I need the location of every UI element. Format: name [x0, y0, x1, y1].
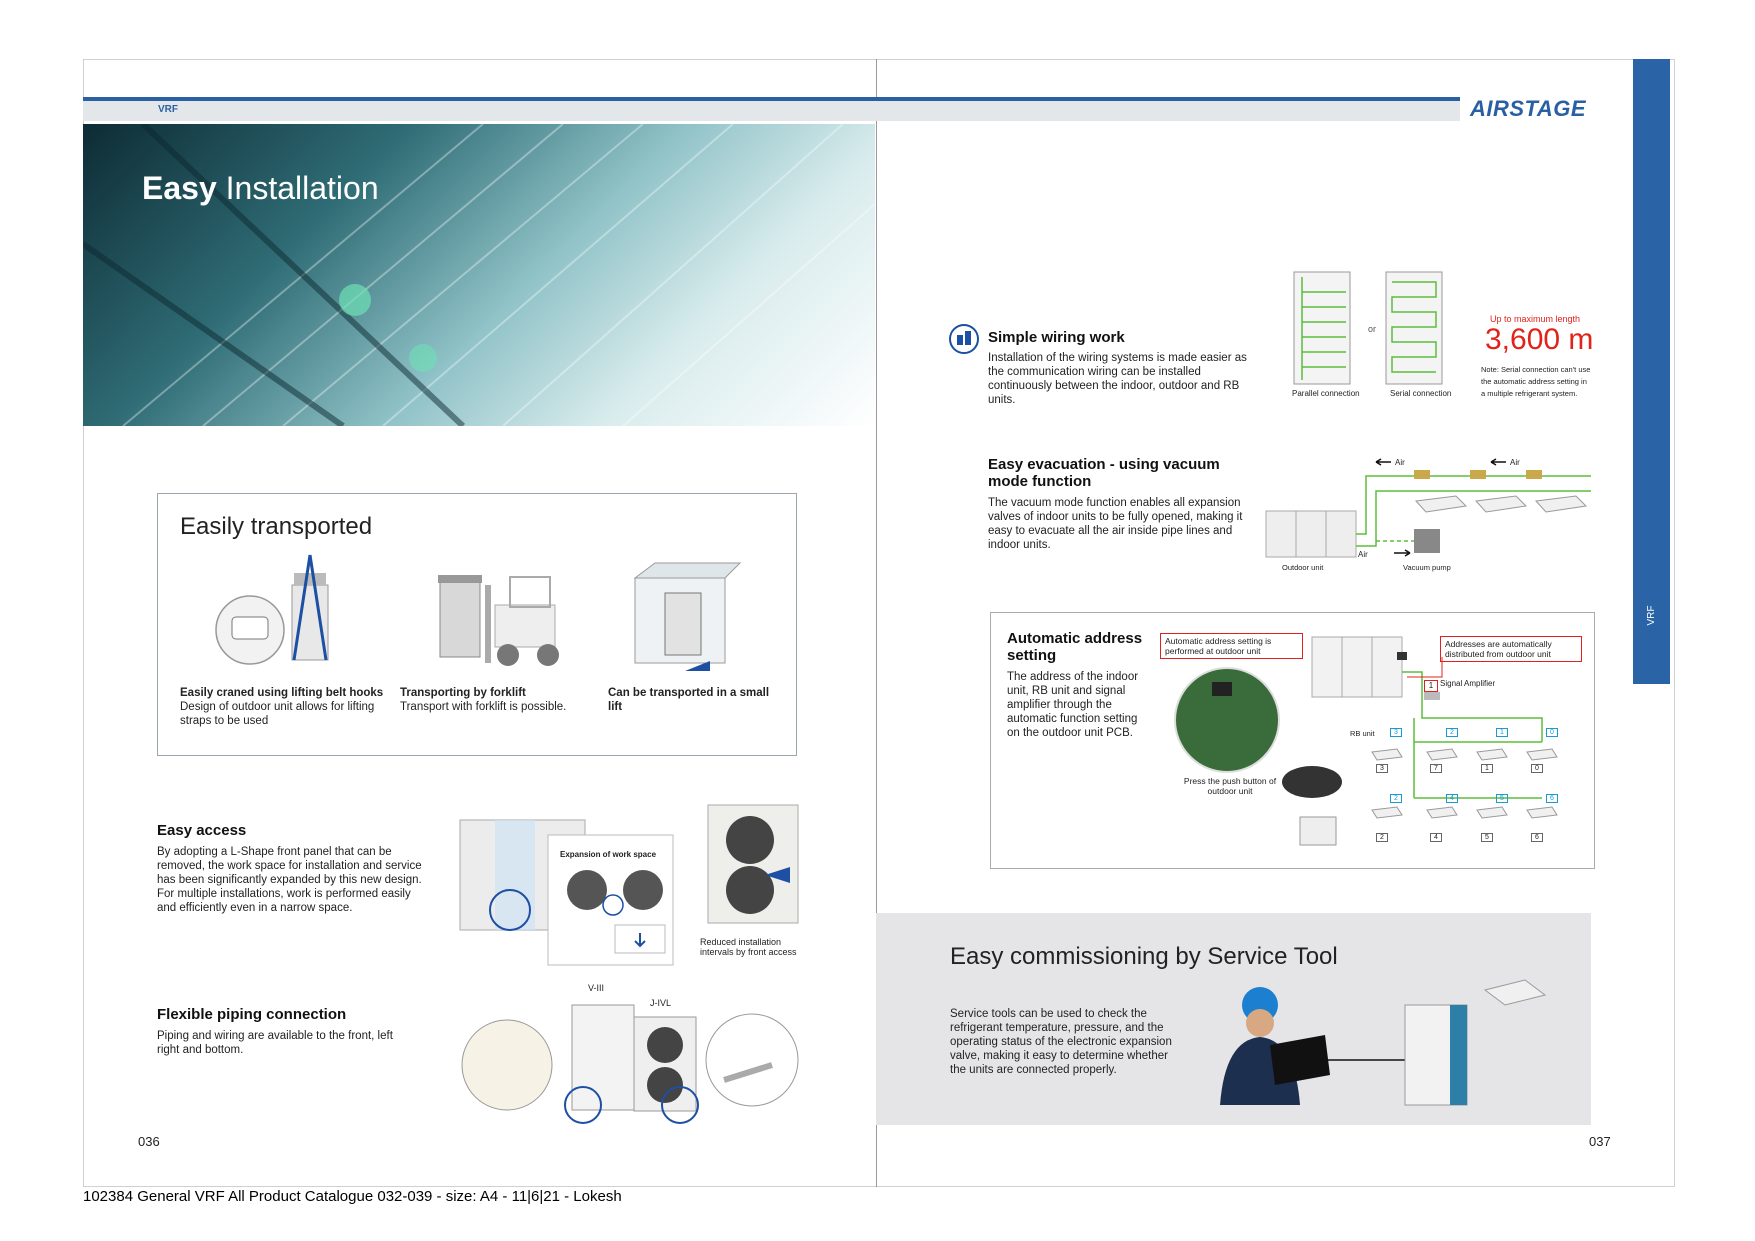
rb-number-1: 3 — [1390, 728, 1402, 737]
brand-logo: AIRSTAGE — [1470, 96, 1587, 121]
transport-item-3-head: Can be transported in a small lift — [608, 687, 770, 713]
wiring-head: Simple wiring work — [988, 329, 1125, 346]
page-fold-line — [876, 59, 877, 1187]
address-card — [990, 612, 1595, 869]
evacuation-air-label-1: Air — [1395, 458, 1405, 467]
hero-image — [83, 124, 875, 426]
crane-illustration — [215, 554, 329, 665]
hero-glass-pattern — [83, 124, 875, 426]
transport-item-1-text: Design of outdoor unit allows for liftin… — [180, 701, 375, 727]
forklift-illustration — [438, 575, 559, 666]
indoor-address-1: 3 — [1376, 764, 1388, 773]
access-caption: Reduced installation intervals by front … — [700, 937, 797, 957]
evacuation-block: Easy evacuation - using vacuum mode func… — [988, 456, 1263, 552]
indoor-address-8: 6 — [1531, 833, 1543, 842]
evacuation-head: Easy evacuation - using vacuum mode func… — [988, 456, 1220, 490]
address-text: The address of the indoor unit, RB unit … — [1007, 671, 1139, 739]
rb-number-7: 5 — [1496, 794, 1508, 803]
transport-item-2: Transporting by forklift Transport with … — [400, 686, 590, 714]
indoor-address-4: 0 — [1531, 764, 1543, 773]
piping-label-left: V-III — [588, 983, 605, 993]
push-button-caption: Press the push button of outdoor unit — [1183, 776, 1277, 796]
address-diagram — [1174, 636, 1558, 846]
transport-item-2-text: Transport with forklift is possible. — [400, 701, 567, 713]
lift-illustration — [633, 562, 742, 671]
transport-item-2-head: Transporting by forklift — [400, 687, 526, 699]
print-footer: 102384 General VRF All Product Catalogue… — [83, 1188, 622, 1205]
evacuation-outdoor-unit: Outdoor unit — [1282, 563, 1324, 572]
wiring-max-label: Up to maximum length — [1490, 314, 1581, 324]
page-number-right: 037 — [1589, 1134, 1611, 1149]
rb-number-5: 2 — [1390, 794, 1402, 803]
transport-item-1: Easily craned using lifting belt hooks D… — [180, 686, 390, 728]
commissioning-text: Service tools can be used to check the r… — [950, 1008, 1172, 1076]
evacuation-air-label-3: Air — [1358, 550, 1368, 559]
side-tab-label: VRF — [1646, 605, 1657, 626]
page-spread-frame — [83, 59, 1675, 1187]
rb-number-6: 4 — [1446, 794, 1458, 803]
evacuation-vacuum-pump: Vacuum pump — [1403, 563, 1451, 572]
commissioning-title: Easy commissioning by Service Tool — [950, 943, 1338, 970]
piping-text: Piping and wiring are available to the f… — [157, 1030, 393, 1056]
rb-unit-label: RB unit — [1350, 729, 1375, 738]
piping-head: Flexible piping connection — [157, 1006, 347, 1023]
hero-title: Easy Installation — [142, 170, 379, 207]
wiring-text: Installation of the wiring systems is ma… — [988, 352, 1247, 406]
piping-block: Flexible piping connection Piping and wi… — [157, 1006, 407, 1057]
wiring-note: Note: Serial connection can't use the au… — [1481, 365, 1591, 398]
rb-number-4: 0 — [1546, 728, 1558, 737]
hero-title-rest: Installation — [216, 170, 379, 206]
header-rule — [83, 97, 1460, 101]
indoor-address-3: 1 — [1481, 764, 1493, 773]
address-head: Automatic address setting — [1007, 630, 1143, 664]
access-inset-label: Expansion of work space — [560, 850, 657, 859]
indoor-address-6: 4 — [1430, 833, 1442, 842]
rb-number-3: 1 — [1496, 728, 1508, 737]
wiring-block: Simple wiring work Installation of the w… — [988, 329, 1263, 407]
side-tab — [1633, 59, 1670, 684]
evacuation-diagram — [1265, 458, 1591, 558]
access-block: Easy access By adopting a L-Shape front … — [157, 822, 422, 915]
indoor-address-5: 2 — [1376, 833, 1388, 842]
wiring-caption-parallel: Parallel connection — [1292, 389, 1360, 398]
wiring-or: or — [1368, 324, 1377, 334]
rb-number-2: 2 — [1446, 728, 1458, 737]
indoor-address-7: 5 — [1481, 833, 1493, 842]
evacuation-text: The vacuum mode function enables all exp… — [988, 497, 1243, 551]
access-text: By adopting a L-Shape front panel that c… — [157, 846, 422, 914]
transport-title: Easily transported — [180, 513, 373, 540]
transport-item-3: Can be transported in a small lift — [608, 686, 778, 714]
wiring-caption-serial: Serial connection — [1390, 389, 1452, 398]
signal-amp-badge: 1 — [1424, 680, 1438, 692]
commissioning-illustration — [1220, 979, 1547, 1106]
header-band — [83, 101, 1460, 121]
hero-title-bold: Easy — [142, 170, 217, 206]
transport-item-1-head: Easily craned using lifting belt hooks — [180, 687, 384, 699]
page-number-left: 036 — [138, 1134, 160, 1149]
rb-number-8: 6 — [1546, 794, 1558, 803]
address-callout-left: Automatic address setting is performed a… — [1160, 633, 1303, 659]
address-callout-right: Addresses are automatically distributed … — [1440, 636, 1582, 662]
piping-illustration — [461, 1004, 799, 1124]
access-illustration — [459, 804, 799, 966]
section-label: VRF — [158, 104, 178, 115]
access-head: Easy access — [157, 822, 247, 839]
wiring-max-value: 3,600 m — [1485, 323, 1594, 356]
indoor-address-2: 7 — [1430, 764, 1442, 773]
signal-amp-label: Signal Amplifier — [1440, 679, 1496, 688]
wiring-icon — [949, 324, 979, 354]
piping-label-right: J-IVL — [650, 998, 672, 1008]
evacuation-air-label-2: Air — [1510, 458, 1520, 467]
wiring-diagram — [1293, 271, 1443, 385]
address-block: Automatic address setting The address of… — [1007, 630, 1147, 740]
